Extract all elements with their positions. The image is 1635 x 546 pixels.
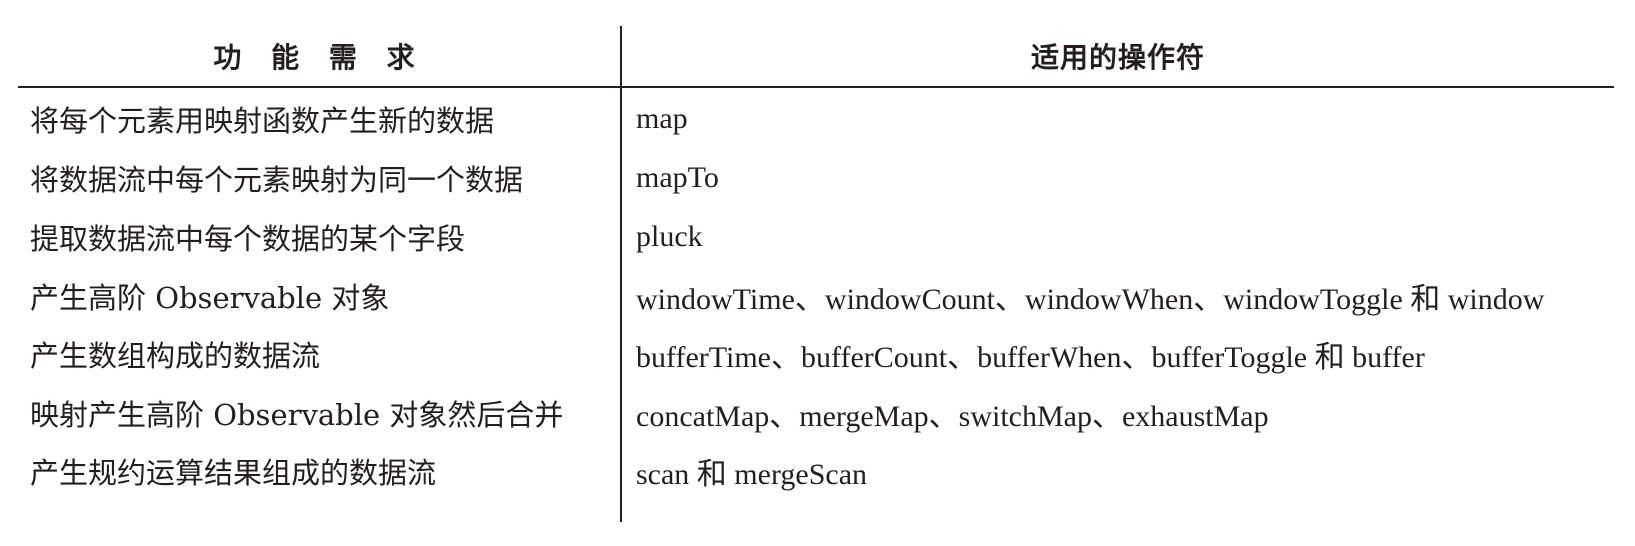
- header-divider: [18, 86, 1614, 88]
- requirement-cell: 将数据流中每个元素映射为同一个数据: [30, 163, 524, 197]
- table-row: 映射产生高阶 Observable 对象然后合并 concatMap、merge…: [18, 382, 1614, 444]
- table-row: 产生数组构成的数据流 bufferTime、bufferCount、buffer…: [18, 323, 1614, 385]
- operator-cell: mapTo: [636, 161, 719, 194]
- requirement-cell: 产生高阶 Observable 对象: [30, 281, 390, 315]
- operator-cell: bufferTime、bufferCount、bufferWhen、buffer…: [636, 341, 1425, 374]
- operator-table: 功 能 需 求 适用的操作符 将每个元素用映射函数产生新的数据 map 将数据流…: [18, 26, 1614, 522]
- table-row: 产生规约运算结果组成的数据流 scan 和 mergeScan: [18, 440, 1614, 502]
- requirement-cell: 将每个元素用映射函数产生新的数据: [30, 104, 495, 138]
- table-row: 将数据流中每个元素映射为同一个数据 mapTo: [18, 147, 1614, 209]
- header-requirement: 功 能 需 求: [213, 41, 425, 74]
- requirement-cell: 产生规约运算结果组成的数据流: [30, 456, 437, 490]
- operator-cell: scan 和 mergeScan: [636, 458, 868, 491]
- column-divider: [620, 26, 622, 522]
- operator-cell: map: [636, 102, 688, 135]
- requirement-cell: 映射产生高阶 Observable 对象然后合并: [30, 398, 564, 432]
- operator-cell: concatMap、mergeMap、switchMap、exhaustMap: [636, 400, 1269, 433]
- table-row: 提取数据流中每个数据的某个字段 pluck: [18, 206, 1614, 268]
- operator-cell: pluck: [636, 220, 703, 253]
- requirement-cell: 产生数组构成的数据流: [30, 339, 321, 373]
- header-operators: 适用的操作符: [1030, 41, 1205, 74]
- table-row: 产生高阶 Observable 对象 windowTime、windowCoun…: [18, 265, 1614, 327]
- requirement-cell: 提取数据流中每个数据的某个字段: [30, 222, 466, 256]
- table-row: 将每个元素用映射函数产生新的数据 map: [18, 88, 1614, 150]
- operator-cell: windowTime、windowCount、windowWhen、window…: [636, 283, 1545, 316]
